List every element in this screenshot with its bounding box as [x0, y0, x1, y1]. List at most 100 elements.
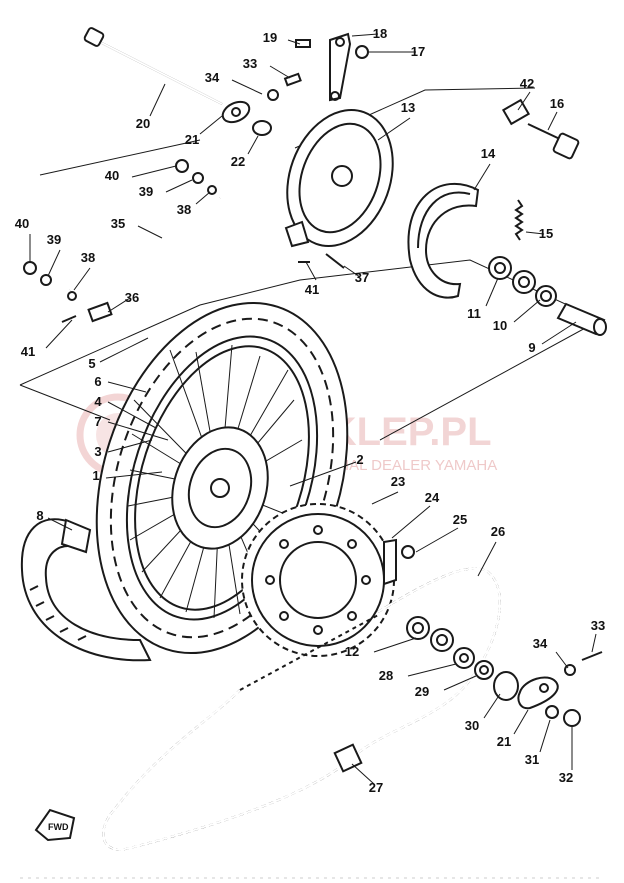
callout-leader: [591, 633, 597, 653]
callout-leader: [289, 461, 357, 487]
drive-chain: [102, 567, 501, 851]
callout-c34b: 34: [533, 636, 569, 669]
callout-c39a: 39: [139, 179, 193, 199]
callout-number: 2: [356, 452, 363, 467]
callout-number: 21: [185, 132, 199, 147]
callout-c33b: 33: [591, 618, 605, 653]
callout-leader: [137, 225, 163, 239]
callout-c4: 4: [94, 394, 157, 429]
rear-axle: [83, 27, 223, 105]
brake-torque-rod: [23, 159, 345, 323]
callout-number: 14: [481, 146, 496, 161]
hub-bearings-left: [406, 616, 603, 727]
fwd-label: FWD: [48, 822, 69, 832]
callout-leader: [477, 541, 497, 577]
callout-leader: [525, 231, 545, 235]
callout-leader: [47, 517, 73, 531]
callout-number: 13: [401, 100, 415, 115]
hub-bearings-right: [488, 256, 607, 336]
callout-number: 8: [36, 508, 43, 523]
callout-c7: 7: [94, 414, 169, 441]
callout-c23: 23: [371, 474, 405, 505]
callout-number: 10: [493, 318, 507, 333]
callout-c38a: 38: [177, 191, 211, 217]
callout-c14: 14: [473, 146, 496, 191]
callout-leader: [371, 491, 399, 505]
callout-c28: 28: [379, 663, 457, 683]
callout-leader: [199, 115, 223, 135]
callout-leader: [107, 421, 169, 441]
callout-number: 19: [263, 30, 277, 45]
callout-number: 33: [591, 618, 605, 633]
watermark-tagline: OFFICIAL DEALER YAMAHA: [300, 457, 497, 474]
callout-c9: 9: [528, 321, 577, 355]
callout-number: 26: [491, 524, 505, 539]
callout-leader: [547, 111, 558, 131]
callout-c33a: 33: [243, 56, 291, 79]
brake-spring: [514, 199, 524, 241]
callout-c32: 32: [559, 726, 573, 785]
callout-leader: [47, 249, 61, 277]
callout-number: 5: [88, 356, 95, 371]
callout-leader: [517, 91, 531, 111]
callout-c13: 13: [377, 100, 415, 141]
callout-number: 12: [345, 644, 359, 659]
callout-number: 39: [139, 184, 153, 199]
callout-leader: [105, 471, 163, 479]
callout-c40a: 40: [105, 165, 177, 183]
callout-number: 4: [94, 394, 102, 409]
callout-number: 34: [533, 636, 548, 651]
callout-number: 15: [539, 226, 553, 241]
callout-leader: [343, 265, 361, 278]
callout-leader: [287, 39, 301, 45]
callout-leader: [45, 319, 73, 349]
callout-number: 16: [550, 96, 564, 111]
callout-number: 23: [391, 474, 405, 489]
callout-leader: [539, 719, 551, 753]
callout-number: 20: [136, 116, 150, 131]
callout-c24: 24: [391, 490, 440, 539]
callout-number: 6: [94, 374, 101, 389]
rear-sprocket: [241, 503, 395, 657]
sprocket-fasteners: [383, 538, 415, 586]
callout-c5: 5: [88, 337, 149, 371]
fwd-direction-arrow: FWD: [34, 808, 76, 842]
callout-leader: [377, 117, 411, 141]
callout-number: 11: [467, 306, 481, 321]
callout-leader: [513, 299, 541, 323]
brake-shoe: [407, 182, 480, 299]
callout-c12: 12: [345, 637, 417, 659]
callout-c26: 26: [477, 524, 505, 577]
callout-number: 42: [520, 76, 534, 91]
callout-c27: 27: [351, 763, 383, 795]
callout-leader: [483, 693, 501, 719]
callout-number: 38: [81, 250, 95, 265]
callout-number: 35: [111, 216, 125, 231]
callout-number: 38: [177, 202, 191, 217]
callout-c42: 42: [517, 76, 534, 111]
callout-number: 31: [525, 752, 539, 767]
callout-number: 7: [94, 414, 101, 429]
callout-c21a: 21: [185, 115, 223, 147]
callout-number: 36: [125, 290, 139, 305]
callout-leader: [305, 261, 317, 281]
callout-c30: 30: [465, 693, 501, 733]
callout-leader: [485, 277, 499, 307]
callout-leader: [391, 505, 431, 539]
callout-leader: [415, 527, 459, 553]
brake-plate: [284, 109, 394, 248]
callout-number: 39: [47, 232, 61, 247]
callout-c29: 29: [415, 675, 477, 699]
brake-camshaft: [501, 98, 580, 160]
callout-number: 18: [373, 26, 387, 41]
callout-number: 41: [305, 282, 319, 297]
callout-leader: [99, 337, 149, 363]
callout-leader: [443, 675, 477, 691]
callout-c3: 3: [94, 439, 153, 459]
callout-c41b: 41: [21, 319, 73, 359]
callout-leader: [373, 637, 417, 653]
callout-c20: 20: [136, 83, 166, 131]
chain-puller-top: [221, 72, 302, 136]
callout-leader: [351, 763, 375, 785]
